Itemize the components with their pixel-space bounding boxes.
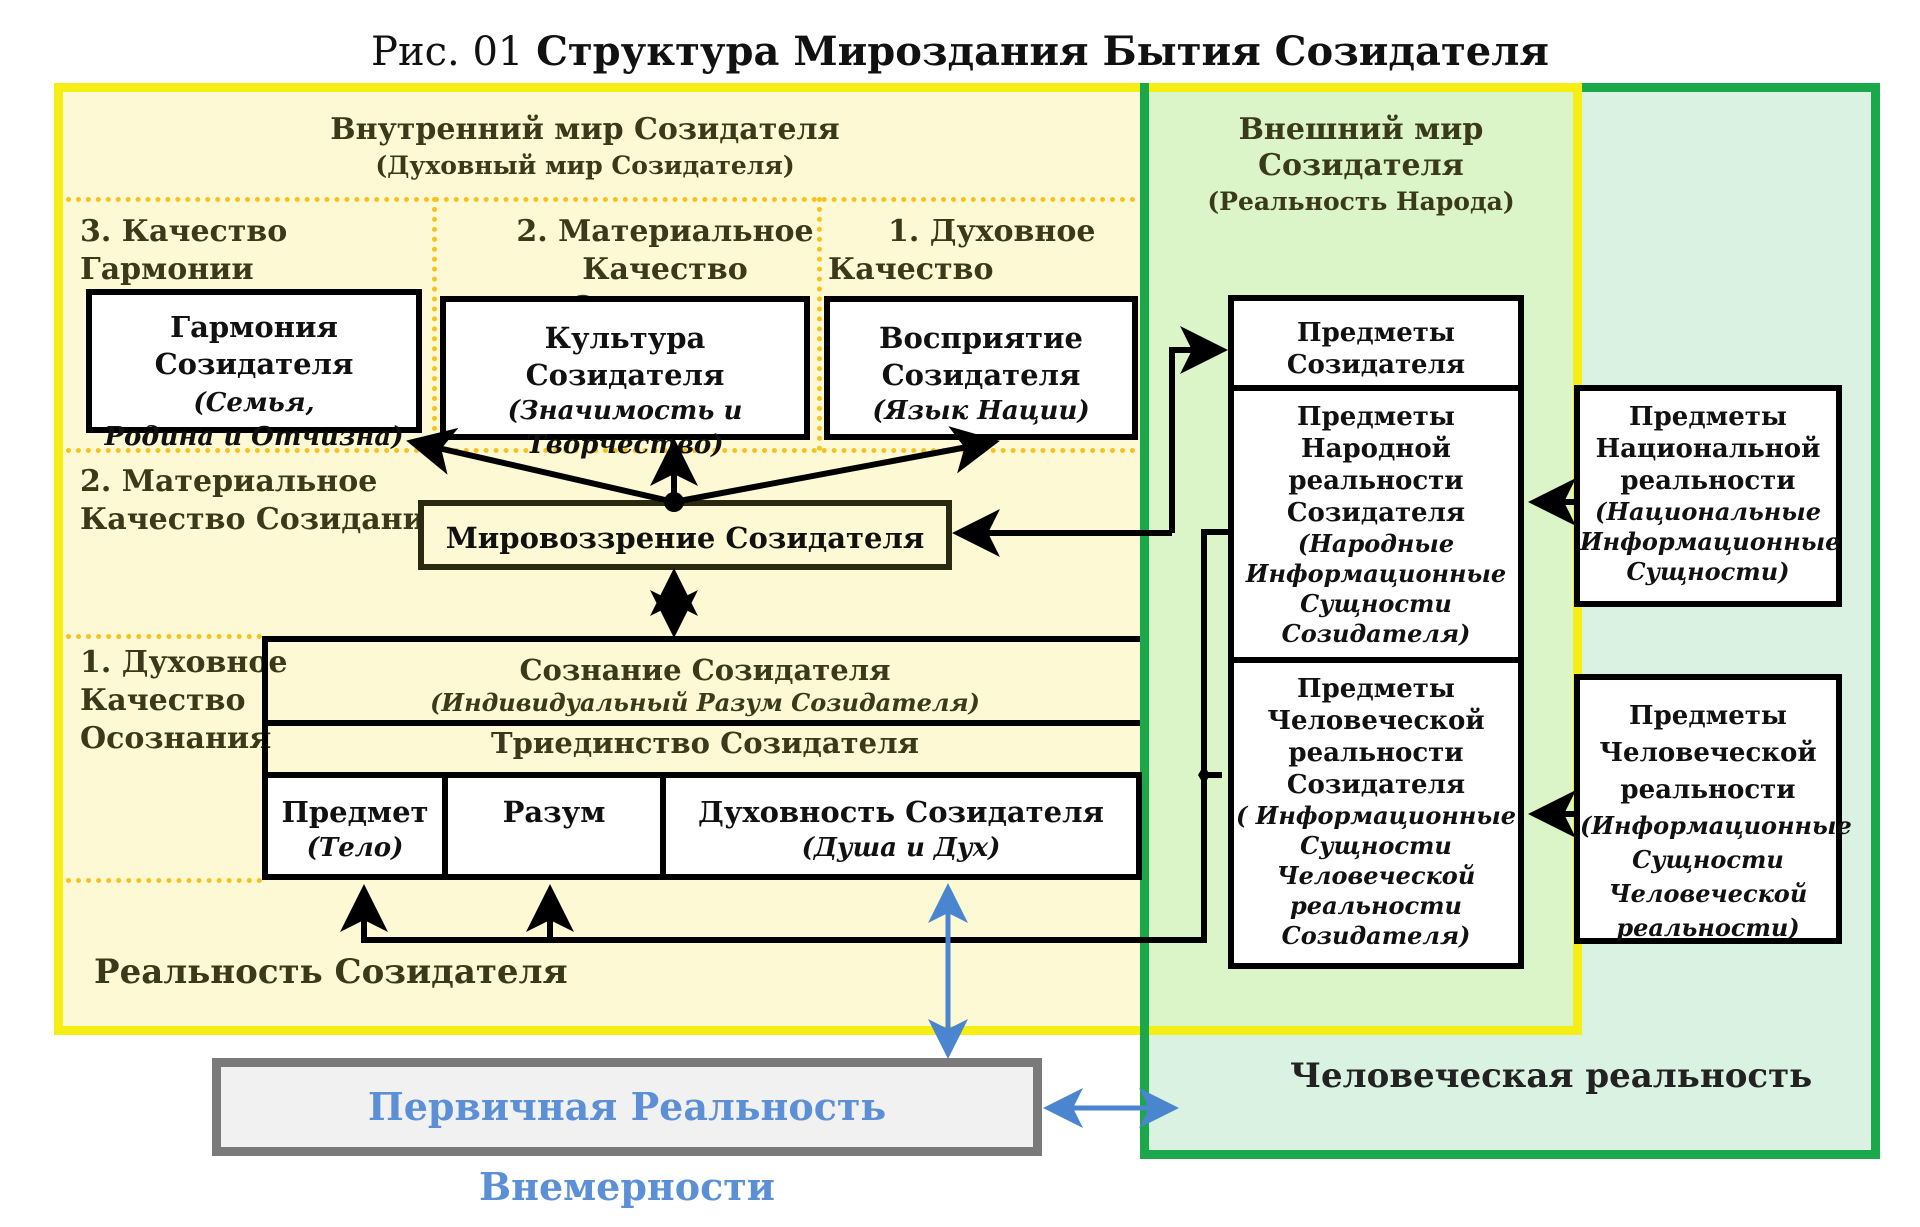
arrow-to-object-body bbox=[340, 529, 1228, 943]
diagram-stage: Рис. 01 Структура Мироздания Бытия Созид… bbox=[0, 28, 1920, 1209]
figure-number: Рис. 01 bbox=[371, 29, 537, 75]
inner-world-title: Внутренний мир Созидателя bbox=[330, 112, 840, 147]
consciousness-label: Сознание Созидателя (Индивидуальный Разу… bbox=[430, 653, 980, 717]
inner-world-header: Внутренний мир Созидателя (Духовный мир … bbox=[300, 112, 870, 184]
outer-world-title: Внешний мир Созидателя bbox=[1238, 112, 1484, 183]
arrow-to-harmony bbox=[406, 427, 675, 505]
trinity-label: Триединство Созидателя bbox=[491, 726, 919, 760]
dotted-line-mid bbox=[66, 448, 1136, 453]
spirituality-box: Духовность Созидателя (Душа и Дух) bbox=[660, 772, 1142, 880]
dotted-vert-2 bbox=[817, 197, 822, 451]
consciousness-divider bbox=[262, 720, 1140, 726]
harmony-box: Гармония Созидателя (Семья, Родина и Отч… bbox=[86, 289, 422, 452]
dotted-line-lower bbox=[66, 634, 262, 639]
consciousness-block bbox=[262, 636, 1140, 776]
outer-world-header: Внешний мир Созидателя (Реальность Народ… bbox=[1152, 112, 1570, 220]
figure-title-main: Структура Мироздания Бытия Созидателя bbox=[536, 28, 1549, 75]
arrow-to-perception bbox=[673, 426, 1000, 505]
dotted-line-top bbox=[66, 197, 1136, 202]
junction-mark bbox=[1198, 765, 1210, 785]
creator-reality-label: Реальность Созидателя bbox=[94, 952, 568, 992]
human-reality-label: Человеческая реальность bbox=[1290, 1056, 1813, 1096]
perception-box: Восприятие Созидателя (Язык Нации) bbox=[824, 296, 1138, 440]
national-reality-objects-box: Предметы Национальной реальности (Национ… bbox=[1574, 385, 1842, 607]
dotted-vert-1 bbox=[432, 197, 437, 451]
figure-title: Рис. 01 Структура Мироздания Бытия Созид… bbox=[0, 28, 1920, 75]
outer-world-subtitle: (Реальность Народа) bbox=[1207, 187, 1515, 216]
dotted-line-bottom bbox=[66, 878, 262, 883]
inner-world-subtitle: (Духовный мир Созидателя) bbox=[375, 151, 795, 180]
mind-box: Разум bbox=[442, 772, 666, 880]
connector-arrows bbox=[340, 326, 1576, 1128]
arrow-to-creator-objects bbox=[1169, 326, 1228, 533]
people-reality-objects-box: Предметы Народной реальности Созидателя … bbox=[1228, 385, 1524, 663]
human-reality-objects-box: Предметы Человеческой реальности Созидат… bbox=[1228, 657, 1524, 969]
human-reality-entities-box: Предметы Человеческой реальности (Информ… bbox=[1574, 674, 1852, 944]
worldview-box: Мировоззрение Созидателя bbox=[418, 500, 952, 570]
outer-world-divider bbox=[1140, 83, 1149, 1035]
